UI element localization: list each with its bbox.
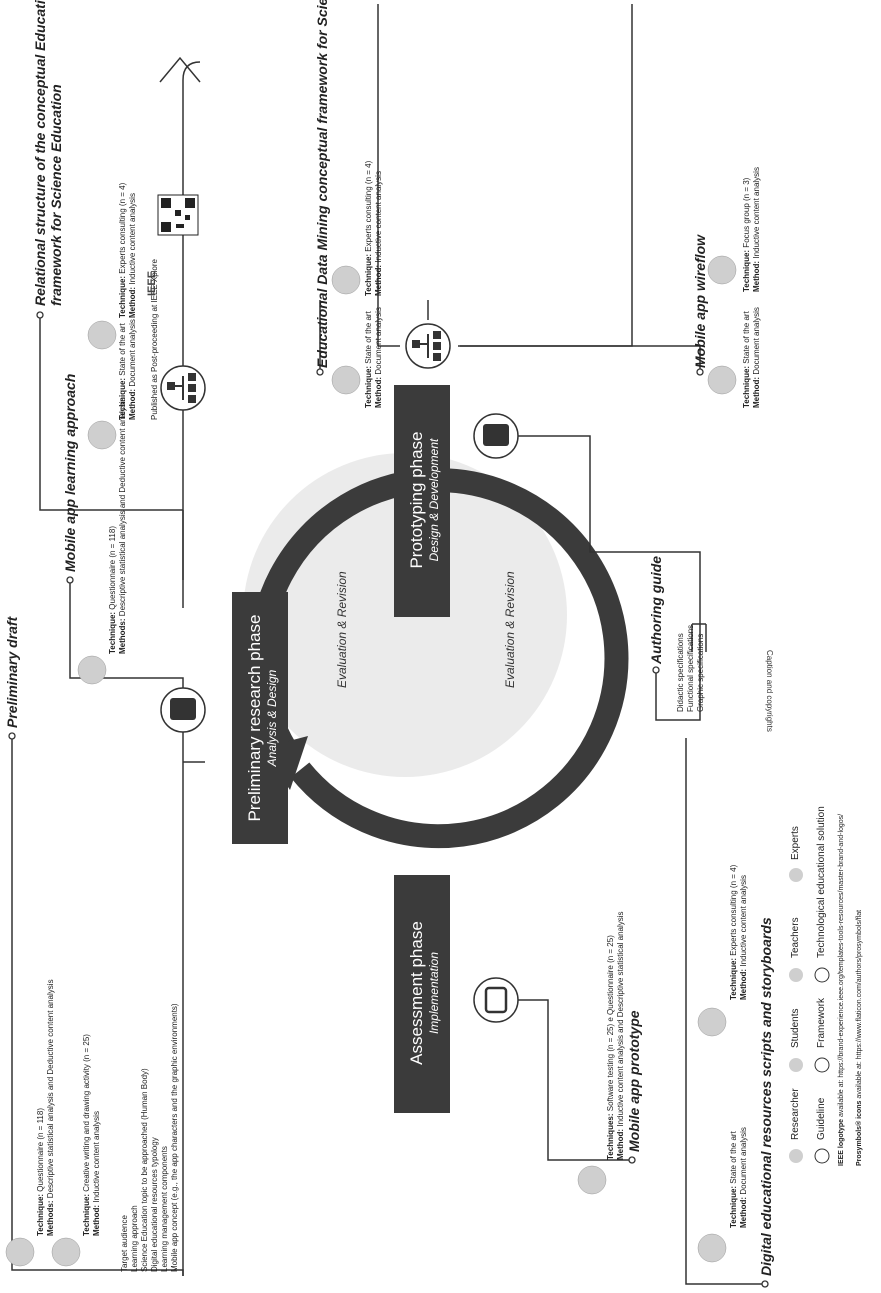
wireflow-method-1: Method: Document analysis [752,307,761,408]
cycle-right-label: Evaluation & Revision [503,571,517,688]
researcher-avatar [87,420,117,450]
legend-framework: Framework [816,997,827,1048]
legend-researcher-icon [789,1149,803,1163]
line-authoring [518,435,701,721]
prototype-title: Mobile app prototype [626,1010,642,1152]
learning-approach-title: Mobile app learning approach [62,373,78,572]
learning-approach-technique: Technique: Questionnaire (n = 118) [108,526,117,654]
preliminary-draft-technique-2: Technique: Creative writing and drawing … [82,1034,91,1236]
legend-icons [789,868,830,1164]
legend-experts-icon [789,868,803,882]
avatar-icons [5,255,737,1267]
phase-preliminary-title: Preliminary research phase [245,614,264,822]
cycle-ring [248,468,629,849]
legend-teachers-icon [789,968,803,982]
experts-avatar [87,320,117,350]
preliminary-draft-topics: Target audience Learning approach Scienc… [120,1003,179,1272]
ieee-logo: IEEE [146,270,158,296]
legend-guideline-icon [814,1148,830,1164]
researcher-avatar [5,1237,35,1267]
edm-method-2: Method: Inductive content analysis [374,171,383,296]
legend-tech-solution: Technological educational solution [816,806,827,958]
students-avatar [51,1237,81,1267]
arrow-head [159,56,201,83]
legend-ieee-note: IEEE logotype available at: https://bran… [838,813,845,1166]
legend-tech-solution-icon [814,967,830,983]
guideline-icon [170,424,509,720]
scripts-technique-1: Technique: State of the art [729,1131,738,1228]
students-avatar [577,1165,607,1195]
phase-assessment-box [394,875,450,1113]
researcher-avatar [707,365,737,395]
legend-researcher: Researcher [790,1088,801,1140]
teachers-avatar [77,655,107,685]
phase-prototyping-title: Prototyping phase [407,431,426,569]
preliminary-draft-method-1: Methods: Descriptive statistical analysi… [46,979,55,1236]
relational-title: Relational structure of the conceptual E… [32,0,64,306]
researcher-avatar [331,365,361,395]
experts-avatar [697,1007,727,1037]
prototype-method: Method: Inductive content analysis and D… [616,911,625,1160]
wireflow-technique-1: Technique: State of the art [742,311,751,408]
scripts-technique-2: Technique: Experts consulting (n = 4) [729,864,738,1000]
edm-framework-title: Educational Data Mining conceptual frame… [314,0,330,368]
line-prototype [518,999,632,1161]
phase-preliminary-subtitle: Analysis & Design [265,669,279,767]
wireflow-technique-2: Technique: Focus group (n = 3) [742,177,751,292]
scripts-method-1: Method: Document analysis [739,1127,748,1228]
wireflow-title: Mobile app wireflow [692,234,708,368]
tech-solution-icon-circle [473,977,519,1023]
edm-technique-1: Technique: State of the art [364,311,373,408]
researcher-avatar [697,1233,727,1263]
phase-prototyping-subtitle: Design & Development [427,438,441,562]
experts-avatar [707,255,737,285]
authoring-guide-items: Didactic specifications Functional speci… [676,624,705,712]
line-wireflow [460,345,701,372]
scripts-title: Digital educational resources scripts an… [758,917,774,1276]
phase-assessment-subtitle: Implementation [427,951,441,1035]
phase-prototyping-box [394,385,450,617]
legend-students: Students [790,1008,801,1048]
legend-experts: Experts [790,826,801,860]
tablet-icon [484,986,508,1014]
hierarchy-icon [167,331,441,403]
preliminary-draft-title: Preliminary draft [4,616,20,728]
legend-framework-icon [814,1057,830,1073]
authoring-guide-title: Authoring guide [648,555,664,664]
prototype-technique: Techniques: Software testing (n = 25) e … [606,935,615,1160]
relational-technique-2: Technique: Experts consulting (n = 4) [118,182,127,318]
scripts-method-2: Method: Inductive content analysis [739,875,748,1000]
relational-method-2: Method: Inductive content analysis [128,193,137,318]
legend-prosymbols-note: Prosymbols® icons available at: https://… [856,909,863,1166]
cycle-left-label: Evaluation & Revision [335,571,349,688]
legend-students-icon [789,1058,803,1072]
preliminary-draft-technique-1: Technique: Questionnaire (n = 118) [36,1108,45,1236]
line-scripts [685,738,765,1285]
learning-approach-method: Methods: Descriptive statistical analysi… [118,397,127,654]
legend-caption: Caption and copyrights [765,650,774,732]
relational-technique-1: Technique: State of the art [118,323,127,420]
relational-method-1: Method: Document analysis [128,319,137,420]
legend-teachers: Teachers [790,917,801,958]
qr-code [157,194,199,236]
experts-avatar [331,265,361,295]
phase-preliminary-box [232,592,288,844]
edm-method-1: Method: Document analysis [374,307,383,408]
legend-guideline: Guideline [816,1097,827,1140]
wireflow-method-2: Method: Inductive content analysis [752,167,761,292]
phase-assessment-title: Assessment phase [407,921,426,1065]
preliminary-draft-method-2: Method: Inductive content analysis [92,1111,101,1236]
edm-technique-2: Technique: Experts consulting (n = 4) [364,160,373,296]
arrow-curve [182,61,201,150]
